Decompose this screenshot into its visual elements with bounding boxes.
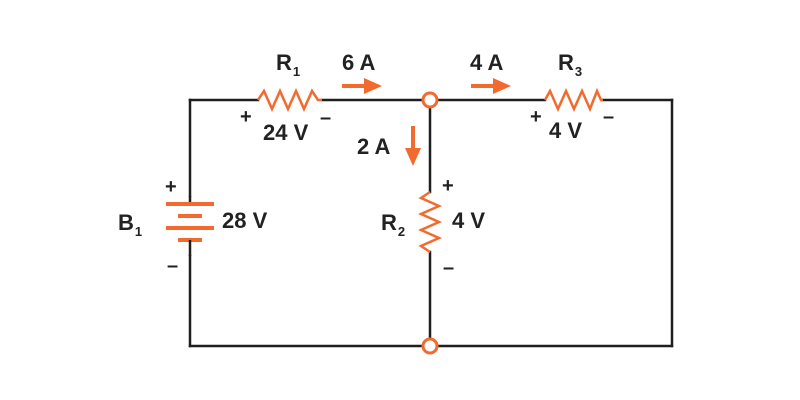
zigzag-resistor-icon [417, 190, 443, 254]
battery-name: B1 [118, 210, 142, 239]
r3-name: R3 [558, 50, 582, 79]
r3-voltage: 4 V [549, 118, 582, 143]
r2-letter: R [381, 210, 397, 235]
current-arrow-icon [342, 78, 382, 94]
r1-name: R1 [276, 50, 300, 79]
r1-minus: – [320, 107, 331, 129]
resistor-r1 [256, 87, 322, 113]
r2-voltage: 4 V [452, 208, 485, 233]
r2-minus: – [443, 257, 454, 279]
battery-letter: B [118, 210, 134, 235]
r1-voltage: 24 V [263, 120, 309, 145]
r1-subscript: 1 [293, 64, 300, 79]
r3-letter: R [558, 50, 574, 75]
r3-minus: – [603, 106, 614, 128]
junction-node-icon [421, 337, 439, 355]
wires [188, 98, 674, 348]
current-label-total: 6 A [342, 50, 376, 75]
r3-plus: + [530, 106, 542, 128]
battery-plus: + [165, 176, 177, 198]
arrow-6a-head [364, 78, 382, 94]
junction-node-icon [421, 91, 439, 109]
current-arrow-icon [471, 78, 511, 94]
r2-subscript: 2 [398, 224, 405, 239]
arrow-6a-shaft [342, 84, 366, 88]
current-label-right: 4 A [470, 50, 504, 75]
r2-name: R2 [381, 210, 405, 239]
arrow-4a-shaft [471, 84, 495, 88]
arrow-2a-shaft [411, 126, 415, 150]
battery-minus: – [167, 255, 178, 277]
arrow-4a-head [493, 78, 511, 94]
zigzag-resistor-icon [256, 87, 322, 113]
current-arrow-icon [405, 126, 421, 166]
battery-subscript: 1 [135, 224, 142, 239]
zigzag-resistor-icon [543, 87, 603, 113]
resistor-r3 [543, 87, 603, 113]
r1-plus: + [240, 106, 252, 128]
arrow-2a-head [405, 148, 421, 166]
r3-subscript: 3 [575, 64, 582, 79]
resistor-r2 [417, 190, 443, 254]
current-label-middle: 2 A [357, 134, 391, 159]
battery-voltage: 28 V [222, 208, 268, 233]
r1-letter: R [276, 50, 292, 75]
battery-cell-icon [166, 196, 214, 256]
r2-plus: + [442, 175, 454, 197]
